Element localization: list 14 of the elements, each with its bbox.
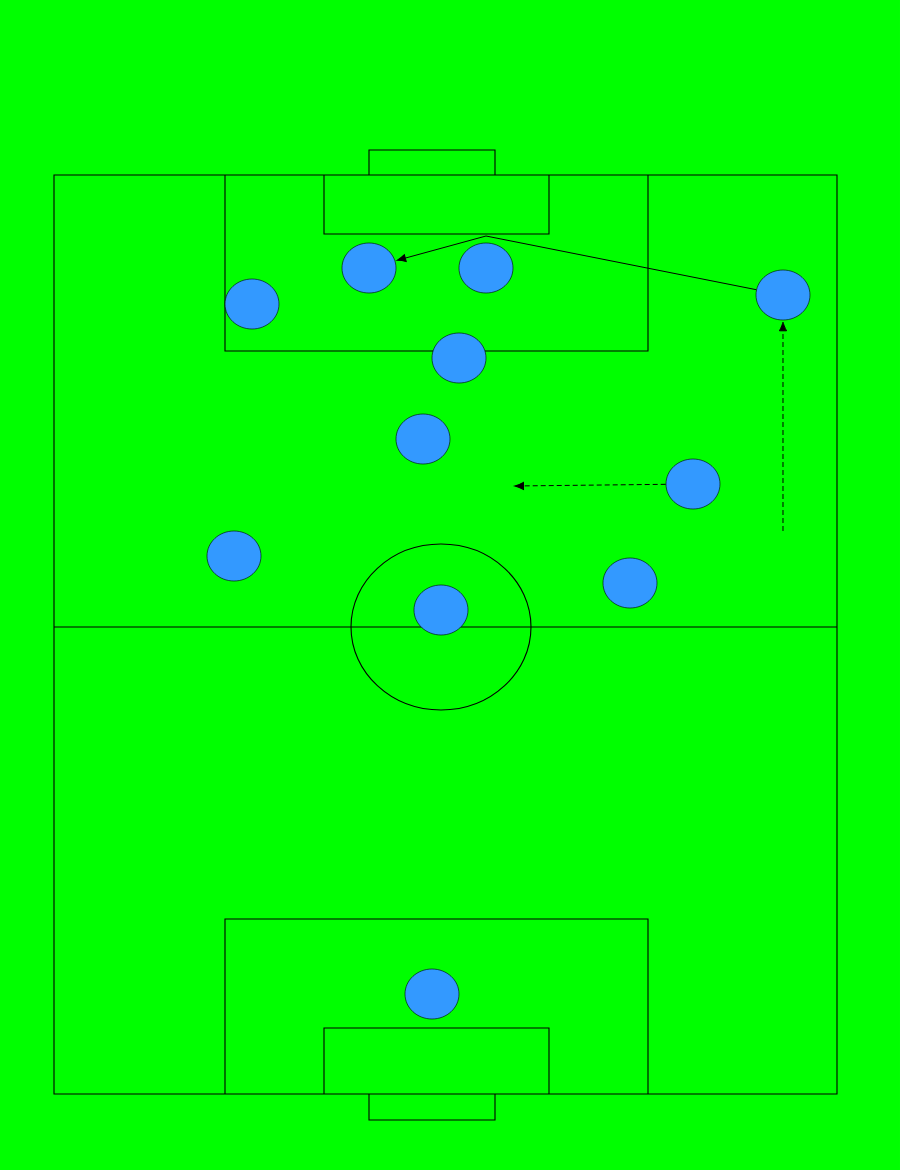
arrow <box>396 235 757 291</box>
player-marker <box>665 458 721 510</box>
player-marker <box>341 242 397 294</box>
arrow <box>778 321 788 532</box>
player-marker <box>224 278 280 330</box>
player-marker <box>413 584 469 636</box>
player-marker <box>206 530 262 582</box>
player-marker <box>404 968 460 1020</box>
player-marker <box>755 269 811 321</box>
arrow <box>514 481 667 490</box>
player-marker <box>602 557 658 609</box>
player-marker <box>458 242 514 294</box>
player-marker <box>395 413 451 465</box>
player-marker <box>431 332 487 384</box>
